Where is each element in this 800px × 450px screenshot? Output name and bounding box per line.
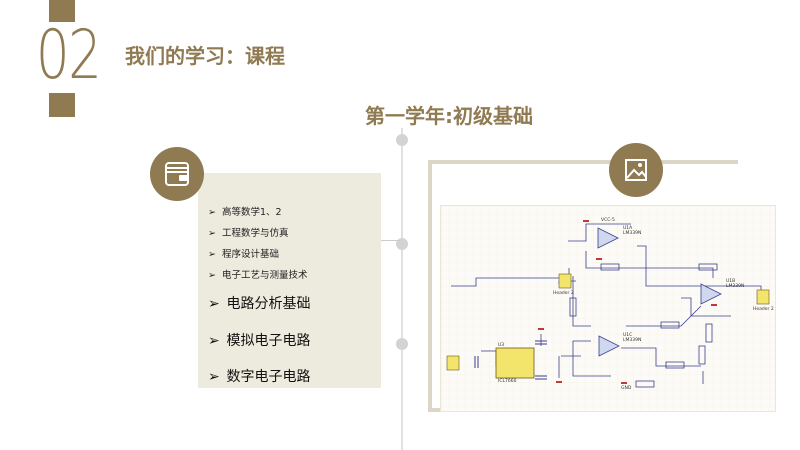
circuit-label: VCC-5 — [601, 217, 615, 223]
circuit-schematic-image: VCC-5 U1A LM339N U1B LM339N U1C LM339N I… — [440, 205, 776, 412]
circuit-label: U3 — [498, 342, 504, 348]
timeline-dot — [396, 134, 408, 146]
circuit-label: LM339N — [726, 283, 744, 289]
circuit-label: Header 2 — [553, 290, 574, 296]
timeline-dot — [396, 338, 408, 350]
circuit-label: ICL7660 — [498, 378, 517, 384]
course-item: ➢工程数学与仿真 — [208, 228, 289, 239]
year-title: 第一学年:初级基础 — [365, 104, 533, 128]
course-item-major: ➢ 数字电子电路 — [208, 369, 311, 385]
course-item: ➢程序设计基础 — [208, 249, 280, 260]
course-panel — [198, 173, 381, 388]
image-icon — [625, 159, 647, 181]
wallet-icon — [165, 162, 189, 186]
circuit-label: GND — [621, 385, 632, 391]
frame-left — [428, 160, 432, 410]
frame-top — [428, 160, 738, 164]
timeline-dot — [396, 238, 408, 250]
circuit-label: LM339N — [623, 337, 641, 343]
timeline-line — [401, 128, 403, 450]
circuit-schematic: VCC-5 U1A LM339N U1B LM339N U1C LM339N I… — [441, 206, 775, 411]
panel-connector — [381, 240, 401, 241]
course-item: ➢高等数学1、2 — [208, 207, 282, 218]
page-title: 我们的学习：课程 — [125, 44, 285, 68]
circuit-label: U1B — [726, 278, 735, 284]
course-item-major: ➢ 模拟电子电路 — [208, 333, 311, 349]
number-bar-top — [49, 0, 75, 22]
wallet-icon-badge — [150, 147, 204, 201]
image-icon-badge — [609, 143, 663, 197]
course-item: ➢电子工艺与测量技术 — [208, 270, 308, 281]
circuit-label: LM339N — [623, 230, 641, 236]
circuit-label: U1C — [623, 332, 632, 338]
section-number: 02 — [35, 16, 102, 95]
course-item-major: ➢ 电路分析基础 — [208, 296, 311, 312]
number-bar-bottom — [49, 93, 75, 117]
circuit-label: Header 2 — [753, 306, 774, 312]
circuit-label: U1A — [623, 225, 633, 231]
